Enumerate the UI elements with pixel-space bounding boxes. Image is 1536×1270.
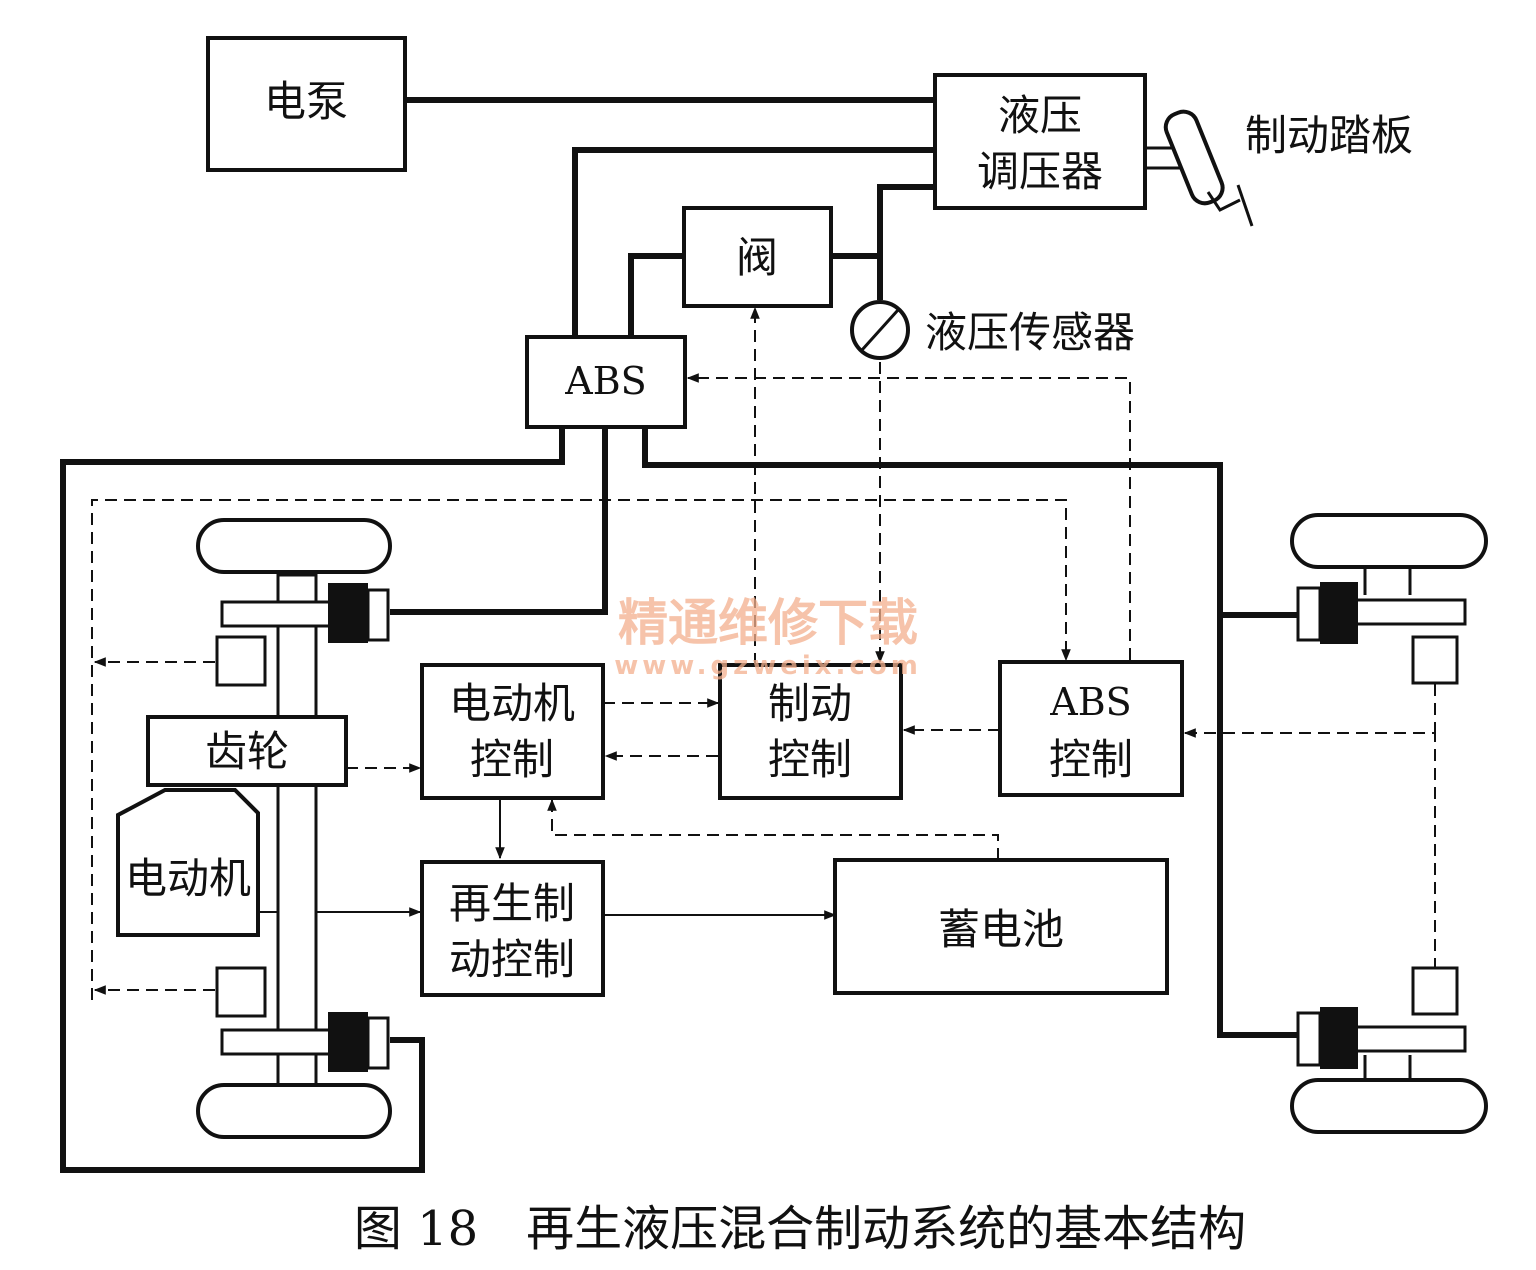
abs-to-rear-left-brake-line [60, 427, 565, 1173]
front-right-disc [1338, 598, 1467, 626]
regulator-label-line1: 液压 [998, 91, 1082, 140]
regulator-box [933, 73, 1147, 210]
rear-left-caliper [328, 1012, 368, 1072]
regen-ctrl-label-line2: 动控制 [449, 935, 575, 984]
abs-to-rear-right-brake-line [642, 427, 1298, 1038]
figure-caption: 图 18 再生液压混合制动系统的基本结构 [354, 1201, 1246, 1257]
valve-box [682, 206, 833, 308]
regulator-label-line2: 调压器 [977, 147, 1103, 196]
front-left-piston [366, 588, 390, 642]
battery-box [833, 858, 1169, 995]
gear-label: 齿轮 [205, 727, 289, 776]
valve-to-abs-line [628, 253, 684, 337]
regen-ctrl-box [420, 860, 605, 997]
abs-box [525, 335, 687, 429]
watermark-title: 精通维修下载 [618, 594, 918, 652]
brake-ctrl-label-line1: 制动 [768, 679, 852, 728]
front-right-wheel [1290, 513, 1488, 569]
left-axle-assembly [196, 518, 392, 1139]
rear-right-disc [1338, 1025, 1467, 1053]
motor-ctrl-box [420, 663, 605, 800]
gear-box [146, 715, 348, 787]
rear-left-wheel [196, 1083, 392, 1139]
front-right-piston [1296, 586, 1322, 642]
front-left-speed-sensor [215, 635, 267, 687]
battery-label: 蓄电池 [938, 905, 1064, 954]
rear-left-piston [366, 1016, 390, 1070]
motor-ctrl-label-line2: 控制 [470, 735, 554, 784]
signal-lines [91, 306, 1436, 1000]
pump-box [206, 36, 407, 172]
rear-right-speed-sensor [1411, 966, 1459, 1016]
right-axle-assembly [1290, 513, 1488, 1134]
watermark-url: www.gzweix.com [614, 651, 922, 681]
rear-right-piston [1296, 1011, 1322, 1067]
motor-box [116, 788, 260, 937]
abs-ctrl-label-line1: ABS [1049, 680, 1131, 724]
battery-to-motor-ctrl-signal [547, 798, 999, 860]
rear-left-speed-sensor [215, 966, 267, 1018]
pump-label: 电泵 [264, 77, 348, 126]
hydraulic-lines [60, 97, 1298, 1173]
brake-ctrl-label-line2: 控制 [768, 735, 852, 784]
valve-label: 阀 [736, 233, 778, 282]
front-right-speed-sensor [1411, 635, 1459, 685]
sensor-label: 液压传感器 [925, 308, 1135, 357]
rear-right-caliper [1320, 1007, 1358, 1069]
abs-ctrl-to-abs-signal [686, 373, 1131, 660]
front-left-wheel [196, 518, 392, 574]
pedal-label: 制动踏板 [1245, 111, 1413, 160]
front-left-caliper [328, 583, 368, 643]
motor-ctrl-label-line1: 电动机 [449, 679, 575, 728]
abs-ctrl-box [998, 660, 1184, 797]
abs-label: ABS [564, 359, 646, 403]
regen-ctrl-label-line1: 再生制 [449, 879, 575, 928]
brake-ctrl-box [718, 663, 903, 800]
abs-to-front-left-brake-line [390, 427, 608, 615]
regulator-to-sensor-line [877, 184, 935, 300]
front-right-caliper [1320, 582, 1358, 644]
brake-pedal-icon [1145, 109, 1254, 227]
wheel-speed-to-abs-ctrl-signal [91, 499, 1071, 1000]
regulator-to-abs-line [572, 147, 935, 337]
motor-label: 电动机 [125, 854, 251, 903]
rear-right-wheel [1290, 1078, 1488, 1134]
abs-ctrl-label-line2: 控制 [1049, 735, 1133, 784]
